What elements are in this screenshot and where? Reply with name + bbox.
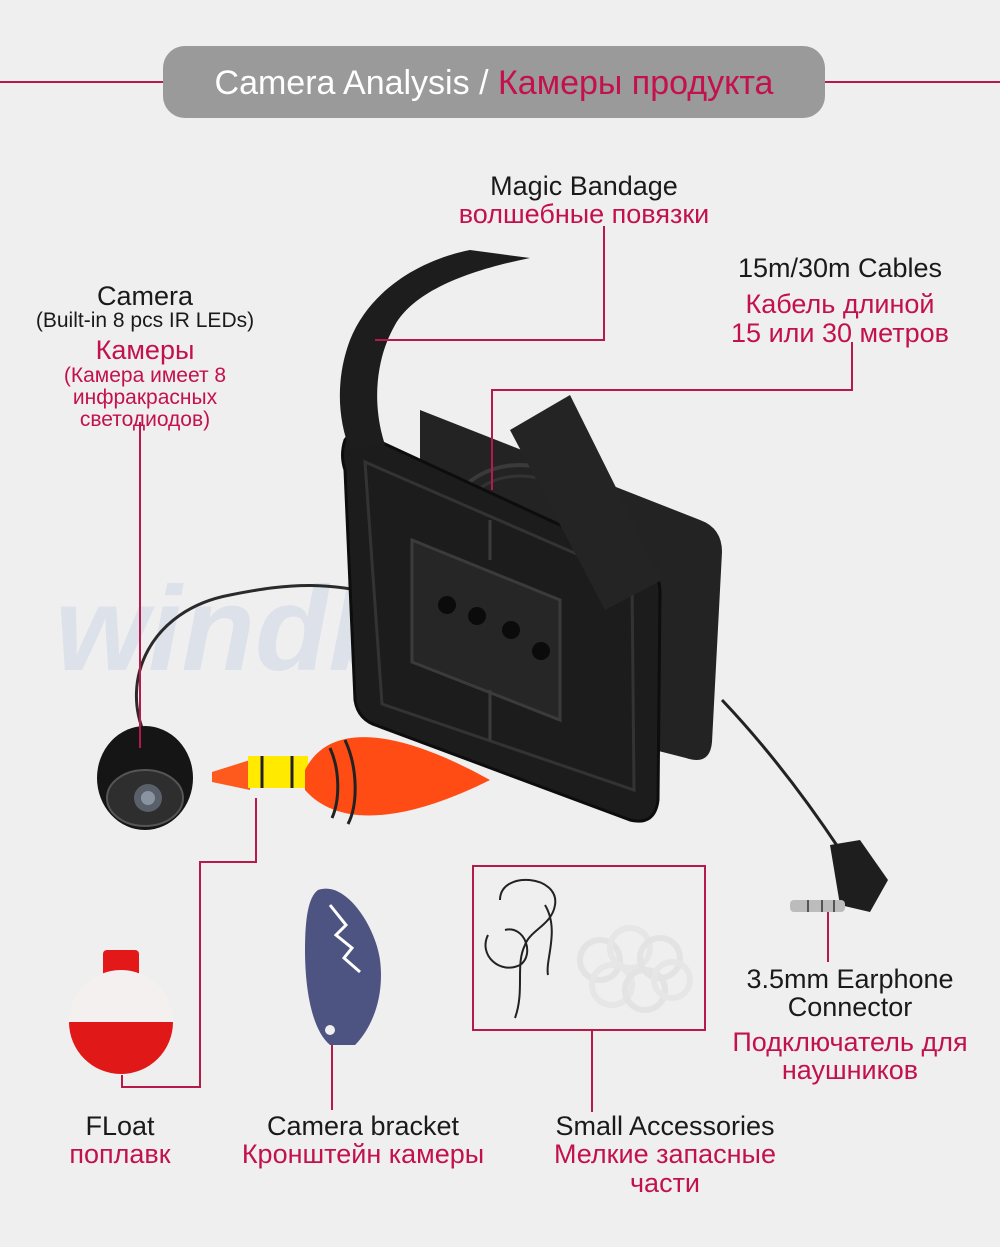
- leader-magic-bandage: [375, 226, 605, 341]
- earphone-en-line2: Connector: [787, 992, 913, 1023]
- ball-float: [69, 950, 173, 1074]
- camera-en-sub: (Built-in 8 pcs IR LEDs): [35, 309, 255, 333]
- cables-ru-line1: Кабель длиной: [745, 289, 935, 320]
- float-ru: поплавк: [69, 1139, 171, 1170]
- magic-bandage-ru: волшебные повязки: [458, 199, 710, 230]
- accessories-ru-line1: Мелкие запасные: [554, 1139, 776, 1170]
- leader-lines: [121, 226, 853, 1112]
- camera-ru-sub1: (Камера имеет 8: [63, 363, 227, 387]
- fishing-float: [212, 737, 490, 825]
- page-title-separator: /: [479, 64, 489, 102]
- magic-bandage-strap-lower: [510, 395, 662, 610]
- accessories-en: Small Accessories: [555, 1111, 775, 1141]
- earphone-cable: [720, 698, 842, 851]
- earphone-plug: [790, 840, 888, 912]
- label-camera-bracket: Camera bracket Кронштейн камеры: [210, 1112, 516, 1169]
- cable-reel: [341, 410, 722, 823]
- label-magic-bandage: Magic Bandage волшебные повязки: [404, 172, 764, 229]
- bracket-en: Camera bracket: [266, 1111, 460, 1141]
- accessories-ru-line2: части: [629, 1167, 701, 1198]
- bracket-ru: Кронштейн камеры: [241, 1139, 485, 1170]
- magic-bandage-en: Magic Bandage: [490, 171, 678, 201]
- earphone-ru-line2: наушников: [781, 1055, 919, 1086]
- header-banner: Camera Analysis / Камеры продукта: [163, 46, 825, 118]
- cables-ru-line2: 15 или 30 метров: [731, 317, 949, 348]
- earphone-en-line1: 3.5mm Earphone: [746, 964, 954, 994]
- accessories-box: [472, 865, 706, 1031]
- label-cables: 15m/30m Cables Кабель длиной 15 или 30 м…: [690, 254, 990, 347]
- camera-bracket-shape: [305, 888, 381, 1045]
- label-earphone: 3.5mm Earphone Connector Подключатель дл…: [705, 964, 995, 1086]
- accessories-items: [484, 878, 693, 1019]
- page-title: Camera Analysis / Камеры продукта: [163, 64, 825, 103]
- label-accessories: Small Accessories Мелкие запасные части: [520, 1112, 810, 1197]
- magic-bandage-strap: [339, 250, 530, 450]
- camera-cable: [135, 584, 401, 736]
- label-camera: Camera (Built-in 8 pcs IR LEDs) Камеры (…: [20, 282, 270, 431]
- float-en: FLoat: [85, 1111, 155, 1141]
- underwater-camera: [97, 726, 193, 830]
- cables-en: 15m/30m Cables: [737, 253, 943, 283]
- camera-ru-sub2: инфракрасных: [72, 385, 218, 409]
- camera-ru-sub3: светодиодов): [79, 407, 211, 431]
- earphone-ru-line1: Подключатель для: [732, 1026, 968, 1057]
- camera-en: Camera: [96, 281, 194, 311]
- label-float: FLoat поплавк: [40, 1112, 200, 1169]
- camera-ru: Камеры: [95, 335, 195, 366]
- page-title-ru: Камеры продукта: [497, 64, 774, 102]
- leader-cables: [491, 342, 853, 490]
- page-title-en: Camera Analysis: [214, 64, 470, 102]
- leader-float: [121, 798, 257, 1088]
